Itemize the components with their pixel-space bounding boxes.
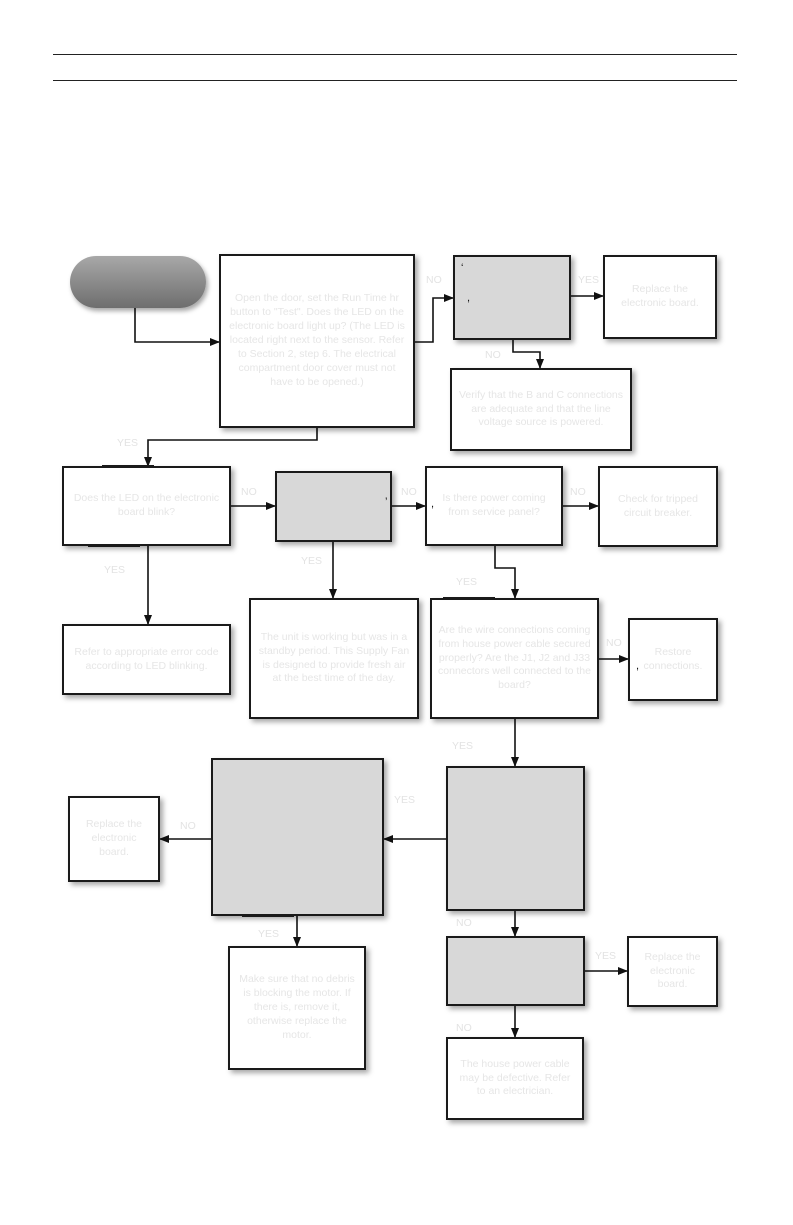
header-rule-top (53, 54, 737, 55)
arrow-open-door-to-led-blink (144, 428, 318, 467)
verify-connections-text: Verify that the B and C connections are … (458, 388, 624, 429)
house-cable-text: The house power cable may be defective. … (459, 1057, 571, 1098)
branch-label-yes: YES (452, 740, 474, 752)
led-blink-box: Does the LED on the electronic board bli… (62, 466, 231, 546)
power-panel-text: Is there power coming from service panel… (442, 492, 546, 518)
start-terminator (70, 256, 206, 308)
replace-board-text-1: Replace the electronic board. (621, 283, 699, 309)
motor-debris-text: Make sure that no debris is blocking the… (239, 973, 355, 1041)
branch-label-yes: YES (394, 794, 416, 806)
branch-label-no: NO (570, 486, 586, 498)
branch-label-yes: YES (456, 576, 478, 588)
branch-label-yes: YES (578, 274, 600, 286)
branch-label-yes: YES (117, 437, 139, 449)
question-small-grey-box (446, 936, 585, 1006)
branch-label-no: NO (456, 917, 472, 929)
branch-label-yes: YES (595, 950, 617, 962)
wire-connections-text: Are the wire connections coming from hou… (438, 623, 591, 692)
arrow-open-door-to-q-top (415, 294, 454, 343)
stray-mark: ’ (385, 496, 388, 508)
branch-label-no: NO (606, 637, 622, 649)
open-door-test-box: Open the door, set the Run Time hr butto… (219, 254, 415, 428)
question-right-grey-box (446, 766, 585, 911)
replace-board-text-2: Replace the electronic board. (85, 818, 143, 858)
house-cable-box: The house power cable may be defective. … (446, 1037, 584, 1120)
branch-label-yes: YES (258, 928, 280, 940)
branch-label-yes: YES (301, 555, 323, 567)
refer-error-code-box: Refer to appropriate error code accordin… (62, 624, 231, 695)
branch-label-no: NO (241, 486, 257, 498)
restore-connections-box: Restore connections. (628, 618, 718, 701)
question-big-grey-box (211, 758, 384, 916)
restore-connections-text: Restore connections. (643, 645, 703, 672)
arrow-q-top-to-verify (512, 340, 544, 369)
replace-board-box-3: Replace the electronic board. (627, 936, 718, 1007)
replace-board-box-1: Replace the electronic board. (603, 255, 717, 339)
replace-board-box-2: Replace the electronic board. (68, 796, 160, 882)
stray-mark: ‘ (461, 262, 464, 274)
branch-label-yes: YES (104, 564, 126, 576)
edge-tick (102, 465, 154, 467)
edge-tick (88, 545, 140, 547)
question-top-grey-box (453, 255, 571, 340)
stray-mark: , (636, 660, 640, 672)
branch-label-no: NO (485, 349, 501, 361)
check-breaker-text: Check for tripped circuit breaker. (618, 492, 698, 519)
branch-label-no: NO (180, 820, 196, 832)
edge-tick (242, 915, 294, 917)
standby-text: The unit is working but was in a standby… (258, 630, 410, 685)
question-mid-grey-box (275, 471, 392, 542)
stray-mark: , (431, 498, 435, 510)
check-breaker-box: Check for tripped circuit breaker. (598, 466, 718, 547)
refer-error-code-text: Refer to appropriate error code accordin… (74, 645, 219, 672)
open-door-test-text: Open the door, set the Run Time hr butto… (229, 292, 405, 388)
edge-tick (443, 597, 495, 599)
stray-mark: , (467, 292, 471, 304)
branch-label-no: NO (426, 274, 442, 286)
branch-label-no: NO (401, 486, 417, 498)
arrow-power-to-wire (494, 546, 519, 599)
verify-connections-box: Verify that the B and C connections are … (450, 368, 632, 451)
led-blink-text: Does the LED on the electronic board bli… (73, 492, 220, 518)
replace-board-text-3: Replace the electronic board. (644, 950, 701, 991)
standby-box: The unit is working but was in a standby… (249, 598, 419, 719)
header-rule-bottom (53, 80, 737, 81)
motor-debris-box: Make sure that no debris is blocking the… (228, 946, 366, 1070)
power-panel-box: Is there power coming from service panel… (425, 466, 563, 546)
branch-label-no: NO (456, 1022, 472, 1034)
arrow-start-to-open-door (134, 308, 220, 346)
wire-connections-box: Are the wire connections coming from hou… (430, 598, 599, 719)
